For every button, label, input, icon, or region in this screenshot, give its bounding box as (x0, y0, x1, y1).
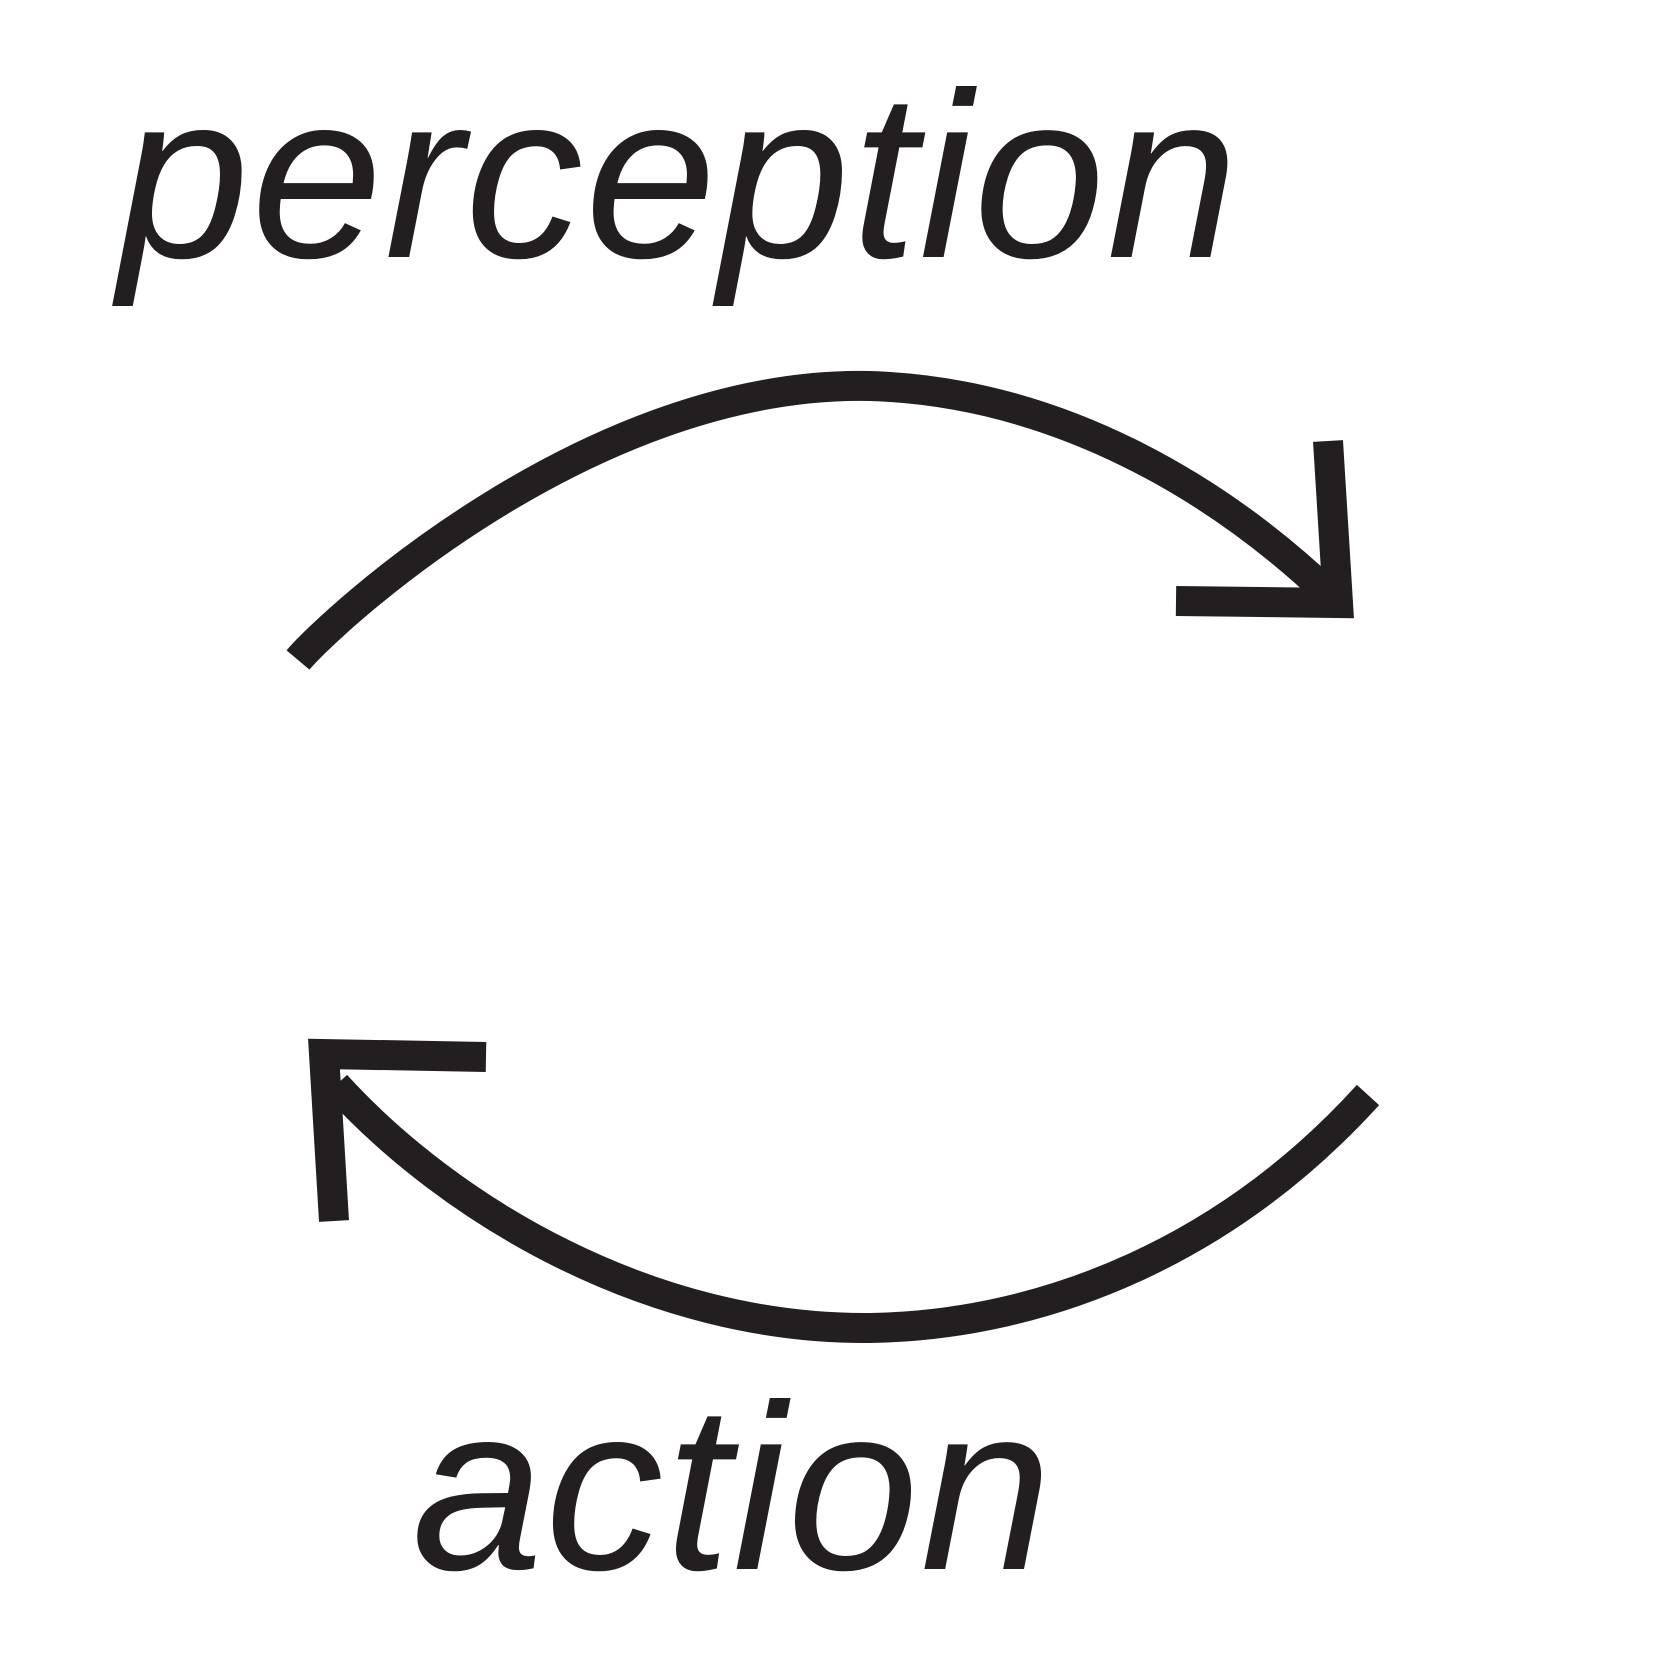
top-arrow-shaft (286, 370, 1341, 670)
perception-label: perception (118, 44, 1241, 308)
bottom-arrow-head (308, 1038, 487, 1222)
top-arrow (286, 370, 1354, 670)
bottom-arrow (308, 1038, 1380, 1344)
top-arrow-head (1175, 440, 1354, 619)
bottom-arrow-shaft (324, 1074, 1380, 1344)
action-label: action (412, 1356, 1054, 1620)
